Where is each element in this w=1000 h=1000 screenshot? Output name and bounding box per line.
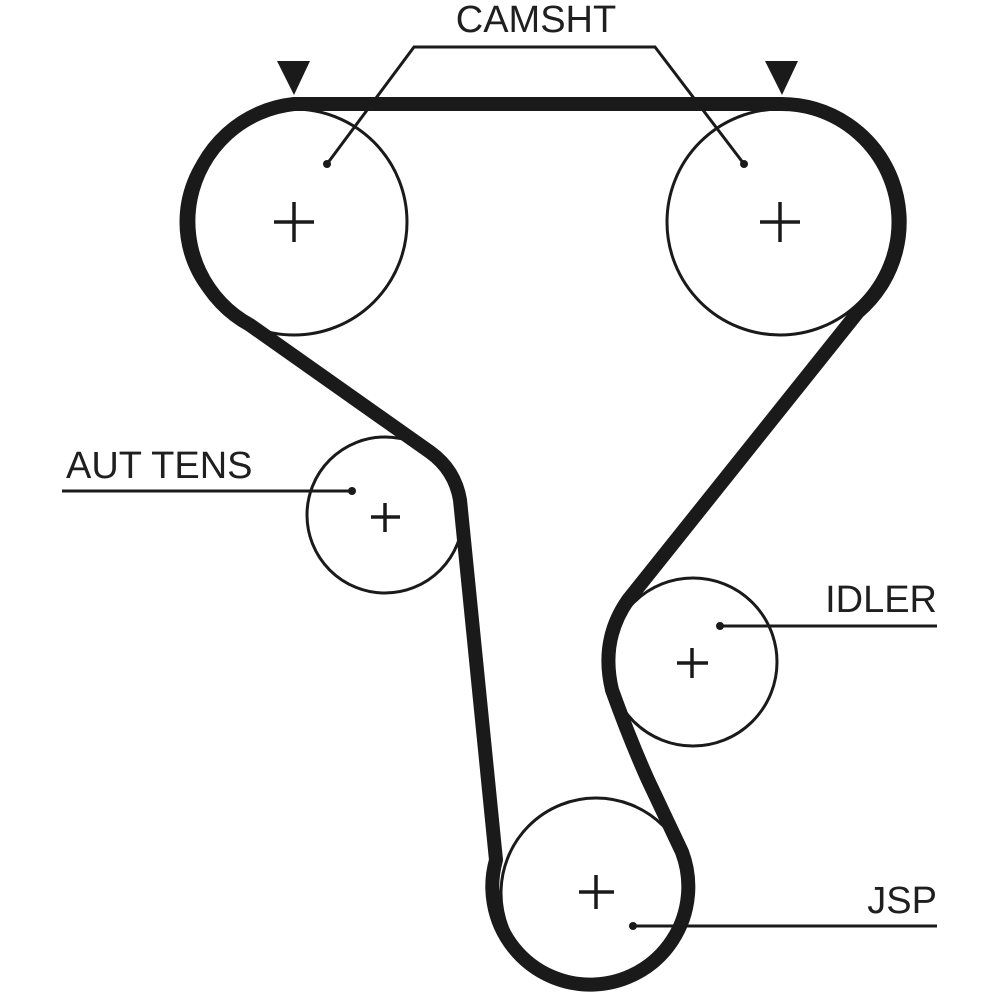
camshaft-leader-line [325, 45, 746, 165]
auto-tensioner-center-icon [371, 503, 400, 532]
camshaft-left-leader-dot [323, 160, 331, 168]
camshaft-label: CAMSHT [456, 0, 616, 41]
camshaft-right-leader-dot [740, 160, 748, 168]
timing-mark-right-icon [765, 61, 798, 95]
camshaft-left-center-icon [274, 202, 314, 242]
timing-belt [181, 96, 907, 992]
crankshaft-leader-dot [629, 922, 637, 930]
camshaft-right-center-icon [760, 202, 800, 242]
idler-center-icon [677, 648, 708, 678]
auto-tensioner-leader-dot [348, 487, 356, 495]
idler-leader-dot [716, 622, 724, 630]
idler-label: IDLER [825, 579, 937, 621]
auto-tensioner-label: AUT TENS [66, 445, 253, 487]
crankshaft-center-icon [579, 875, 614, 909]
crankshaft-label: JSP [867, 880, 937, 922]
timing-mark-left-icon [277, 61, 310, 95]
